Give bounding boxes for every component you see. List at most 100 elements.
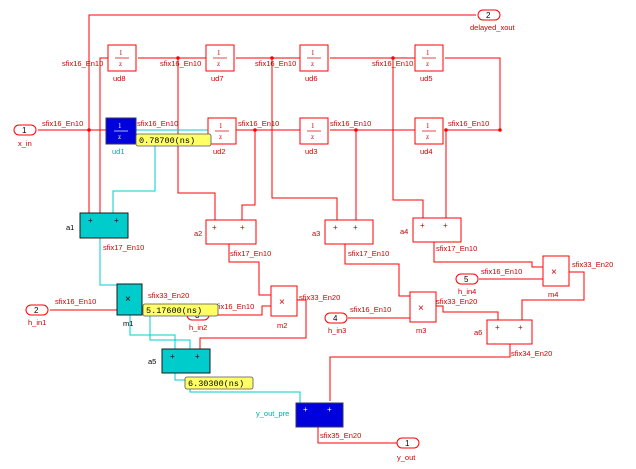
svg-text:1: 1 — [311, 122, 315, 130]
svg-text:2: 2 — [486, 11, 491, 20]
svg-text:ud6: ud6 — [305, 74, 318, 83]
svg-text:+: + — [495, 323, 500, 332]
svg-text:z: z — [426, 60, 429, 68]
svg-text:1: 1 — [119, 49, 123, 57]
signal-labels: sfix16_En10 sfix16_En10 sfix16_En10 sfix… — [42, 59, 613, 440]
svg-text:sfix16_En10: sfix16_En10 — [481, 267, 522, 276]
svg-text:z: z — [118, 133, 121, 141]
port-h-in4[interactable]: 5 h_in4 — [455, 273, 479, 296]
svg-text:sfix33_En20: sfix33_En20 — [572, 260, 613, 269]
svg-text:sfix16_En10: sfix16_En10 — [448, 119, 489, 128]
product-m4[interactable]: × m4 — [542, 255, 570, 299]
svg-text:y_out: y_out — [397, 453, 416, 462]
svg-text:y_out_pre: y_out_pre — [256, 409, 289, 418]
svg-text:sfix16_En10: sfix16_En10 — [137, 119, 178, 128]
sum-a2[interactable]: + + a2 — [194, 219, 257, 245]
svg-text:×: × — [125, 294, 131, 305]
timing-tag-2: 5.17600(ns) — [142, 303, 219, 317]
svg-text:sfix16_En10: sfix16_En10 — [350, 305, 391, 314]
svg-text:sfix33_En20: sfix33_En20 — [436, 297, 477, 306]
svg-text:ud4: ud4 — [420, 147, 433, 156]
svg-text:×: × — [551, 267, 557, 278]
svg-text:z: z — [426, 133, 429, 141]
port-y-out[interactable]: 1 y_out — [396, 437, 420, 462]
svg-text:a2: a2 — [194, 229, 202, 238]
svg-text:sfix17_En10: sfix17_En10 — [230, 249, 271, 258]
svg-text:sfix16_En10: sfix16_En10 — [55, 297, 96, 306]
svg-text:z: z — [311, 133, 314, 141]
delay-ud8[interactable]: 1 z ud8 — [107, 44, 137, 83]
svg-text:sfix16_En10: sfix16_En10 — [238, 119, 279, 128]
svg-text:sfix16_En10: sfix16_En10 — [42, 119, 83, 128]
product-m3[interactable]: × m3 — [409, 291, 437, 335]
svg-text:a4: a4 — [400, 227, 408, 236]
sum-a3[interactable]: + + a3 — [312, 219, 374, 245]
svg-text:sfix16_En10: sfix16_En10 — [330, 119, 371, 128]
svg-text:+: + — [170, 352, 175, 361]
svg-text:m3: m3 — [416, 326, 426, 335]
delay-ud7[interactable]: 1 z ud7 — [205, 44, 235, 83]
svg-text:delayed_xout: delayed_xout — [470, 23, 516, 32]
timing-tag-3: 6.30300(ns) — [184, 376, 254, 390]
svg-text:6.30300(ns): 6.30300(ns) — [188, 379, 244, 389]
svg-text:z: z — [219, 133, 222, 141]
svg-text:sfix33_En20: sfix33_En20 — [148, 291, 189, 300]
port-h-in3[interactable]: 4 h_in3 — [324, 312, 348, 335]
junction-dots — [87, 56, 502, 132]
delay-ud3[interactable]: 1 z ud3 — [299, 117, 329, 156]
svg-text:+: + — [333, 223, 338, 232]
sum-a6[interactable]: + + a6 — [474, 319, 533, 345]
svg-text:a5: a5 — [148, 357, 156, 366]
svg-text:+: + — [303, 405, 308, 414]
svg-text:+: + — [195, 352, 200, 361]
svg-text:sfix16_En10: sfix16_En10 — [255, 59, 296, 68]
svg-text:m2: m2 — [277, 321, 287, 330]
svg-text:×: × — [279, 297, 285, 308]
delay-ud2[interactable]: 1 z ud2 — [207, 117, 237, 156]
svg-text:h_in4: h_in4 — [458, 287, 476, 296]
product-m2[interactable]: × m2 — [270, 285, 298, 330]
sum-a1[interactable]: + + a1 — [66, 212, 129, 239]
port-h-in1[interactable]: 2 h_in1 — [25, 304, 49, 327]
delay-ud6[interactable]: 1 z ud6 — [299, 44, 329, 83]
svg-text:1: 1 — [118, 122, 122, 130]
svg-text:+: + — [443, 221, 448, 230]
svg-text:a6: a6 — [474, 328, 482, 337]
svg-text:m4: m4 — [548, 290, 558, 299]
svg-text:z: z — [311, 60, 314, 68]
svg-text:1: 1 — [22, 126, 27, 135]
svg-text:sfix34_En20: sfix34_En20 — [511, 349, 552, 358]
port-x-in[interactable]: 1 x_in — [13, 124, 37, 148]
svg-text:ud1: ud1 — [112, 147, 125, 156]
svg-text:0.78700(ns): 0.78700(ns) — [139, 136, 195, 146]
delay-ud1[interactable]: 1 z ud1 — [105, 117, 137, 156]
svg-text:+: + — [88, 216, 93, 225]
port-delayed-xout[interactable]: 2 delayed_xout — [470, 9, 516, 32]
svg-text:z: z — [217, 60, 220, 68]
svg-text:sfix16_En10: sfix16_En10 — [62, 59, 103, 68]
svg-text:5: 5 — [464, 275, 469, 284]
svg-text:4: 4 — [333, 314, 338, 323]
delay-ud4[interactable]: 1 z ud4 — [414, 117, 444, 156]
svg-text:+: + — [327, 405, 332, 414]
svg-text:h_in2: h_in2 — [189, 323, 207, 332]
svg-text:+: + — [212, 223, 217, 232]
svg-text:m1: m1 — [123, 319, 133, 328]
product-m1[interactable]: × m1 — [116, 283, 143, 328]
sum-a5[interactable]: + + a5 — [148, 348, 211, 374]
svg-text:1: 1 — [311, 49, 315, 57]
sum-y-out-pre[interactable]: + + y_out_pre — [256, 402, 344, 428]
svg-text:sfix17_En10: sfix17_En10 — [348, 249, 389, 258]
svg-text:1: 1 — [219, 122, 223, 130]
delay-ud5[interactable]: 1 z ud5 — [414, 44, 444, 83]
svg-text:sfix16_En10: sfix16_En10 — [160, 59, 201, 68]
sum-a4[interactable]: + + a4 — [400, 217, 462, 243]
svg-text:1: 1 — [405, 439, 410, 448]
svg-text:h_in1: h_in1 — [28, 318, 46, 327]
svg-text:5.17600(ns): 5.17600(ns) — [146, 306, 202, 316]
svg-text:a1: a1 — [66, 223, 74, 232]
svg-text:1: 1 — [426, 122, 430, 130]
svg-text:ud7: ud7 — [211, 74, 224, 83]
svg-text:1: 1 — [426, 49, 430, 57]
